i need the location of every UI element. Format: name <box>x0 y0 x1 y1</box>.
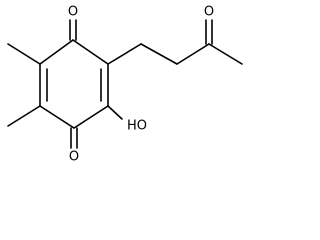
bond-chain-4 <box>208 43 243 65</box>
bond-methyl-top <box>7 43 41 65</box>
atom-hydroxyl: HO <box>127 119 147 134</box>
bond-c4-c5 <box>73 105 109 129</box>
molecule-structure: O O O HO <box>7 5 243 165</box>
bond-c1-c2 <box>39 39 74 65</box>
bond-chain-1 <box>107 43 142 65</box>
bond-c6-c1 <box>72 39 109 65</box>
bond-chain-2 <box>140 43 178 65</box>
atom-oxygen-bottom: O <box>69 150 79 165</box>
bond-chain-3 <box>176 43 210 65</box>
bond-c5-oh <box>107 105 123 120</box>
bond-c3-c4 <box>39 105 75 129</box>
atom-oxygen-top: O <box>68 5 78 20</box>
atom-oxygen-ketone: O <box>204 5 214 20</box>
bond-methyl-bottom <box>7 105 41 127</box>
